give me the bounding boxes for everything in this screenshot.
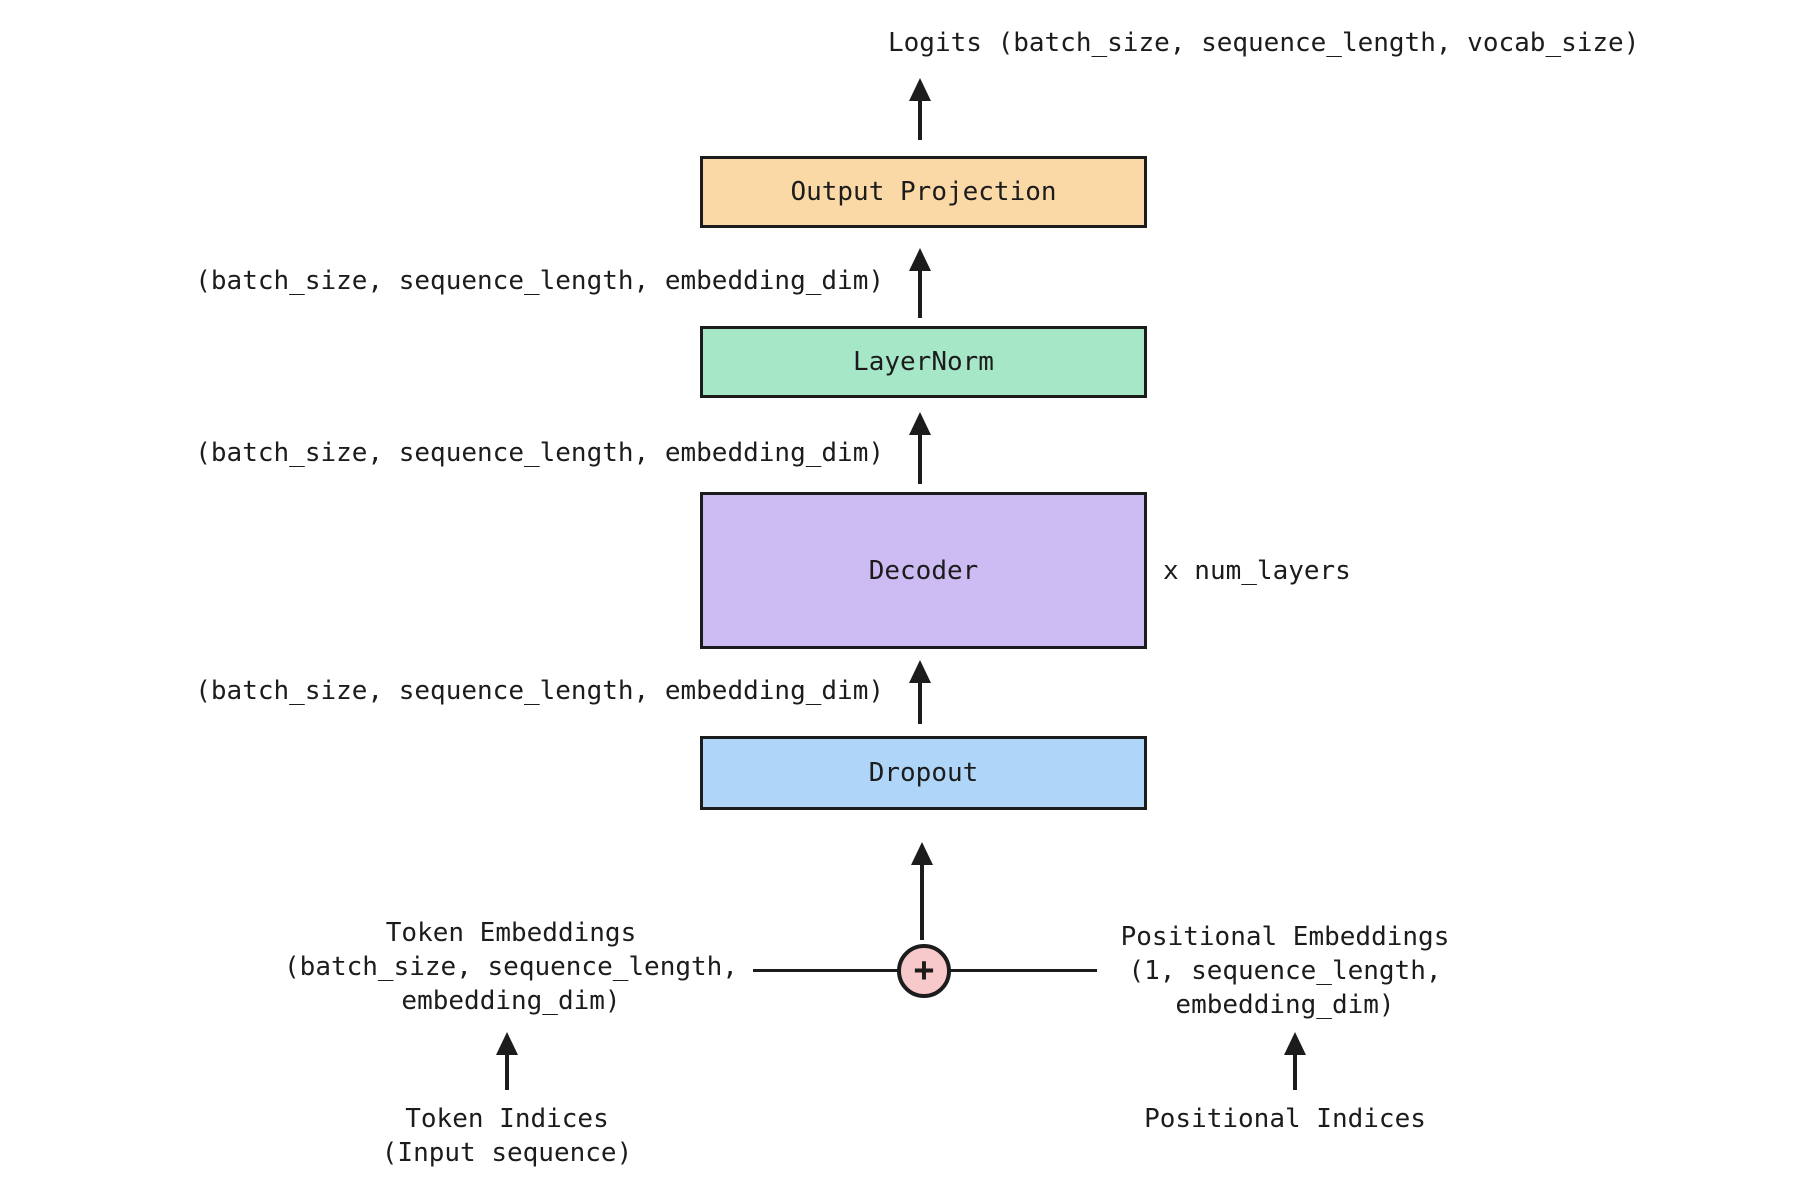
arrow-shaft: [918, 430, 922, 484]
positional-indices-line1: Positional Indices: [1144, 1104, 1426, 1134]
arrow-dropout-to-decoder-icon: [908, 660, 932, 724]
logits-label: Logits (batch_size, sequence_length, voc…: [888, 28, 1640, 58]
positional-embeddings-label: Positional Embeddings (1, sequence_lengt…: [1055, 920, 1515, 1022]
arrow-positional-indices-icon: [1283, 1032, 1307, 1090]
token-embeddings-connector-line: [753, 969, 899, 972]
token-indices-line1: Token Indices: [405, 1104, 609, 1134]
layernorm-label: LayerNorm: [853, 347, 994, 377]
positional-embeddings-line3: embedding_dim): [1175, 990, 1395, 1020]
positional-embeddings-connector-line: [949, 969, 1097, 972]
add-junction: +: [897, 944, 951, 998]
arrow-shaft: [918, 266, 922, 318]
arrowhead-icon: [911, 842, 933, 865]
output-projection-box: Output Projection: [700, 156, 1147, 228]
decoder-label: Decoder: [868, 555, 979, 586]
arrowhead-icon: [909, 248, 931, 271]
arrow-output-to-logits-icon: [908, 78, 932, 140]
arrow-shaft: [918, 678, 922, 724]
arrowhead-icon: [909, 78, 931, 101]
arrowhead-icon: [909, 412, 931, 435]
positional-indices-label: Positional Indices: [1055, 1102, 1515, 1136]
output-projection-label: Output Projection: [790, 177, 1057, 207]
plus-icon: +: [913, 949, 935, 990]
positional-embeddings-line1: Positional Embeddings: [1120, 922, 1450, 952]
arrow-shaft: [918, 96, 922, 140]
num-layers-label: x num_layers: [1163, 556, 1351, 586]
arrow-token-indices-icon: [495, 1032, 519, 1090]
token-embeddings-line2: (batch_size, sequence_length,: [284, 952, 738, 982]
arrow-shaft: [1293, 1050, 1297, 1090]
arrowhead-icon: [909, 660, 931, 683]
positional-embeddings-line2: (1, sequence_length,: [1128, 956, 1442, 986]
layernorm-box: LayerNorm: [700, 326, 1147, 398]
arrow-sum-to-dropout-icon: [910, 842, 934, 940]
arrow-shaft: [920, 860, 924, 940]
token-indices-label: Token Indices (Input sequence): [277, 1102, 737, 1170]
token-embeddings-line1: Token Embeddings: [385, 918, 637, 948]
decoder-box: Decoder: [700, 492, 1147, 649]
dropout-box: Dropout: [700, 736, 1147, 810]
arrowhead-icon: [1284, 1032, 1306, 1055]
arrow-layernorm-to-output-icon: [908, 248, 932, 318]
token-embeddings-line3: embedding_dim): [401, 986, 621, 1016]
shape-label-above-decoder: (batch_size, sequence_length, embedding_…: [195, 438, 884, 468]
token-indices-line2: (Input sequence): [381, 1138, 633, 1168]
token-embeddings-label: Token Embeddings (batch_size, sequence_l…: [281, 916, 741, 1018]
arrow-decoder-to-layernorm-icon: [908, 412, 932, 484]
shape-label-above-layernorm: (batch_size, sequence_length, embedding_…: [195, 266, 884, 296]
arrow-shaft: [505, 1050, 509, 1090]
arrowhead-icon: [496, 1032, 518, 1055]
shape-label-above-dropout: (batch_size, sequence_length, embedding_…: [195, 676, 884, 706]
dropout-label: Dropout: [868, 758, 979, 788]
